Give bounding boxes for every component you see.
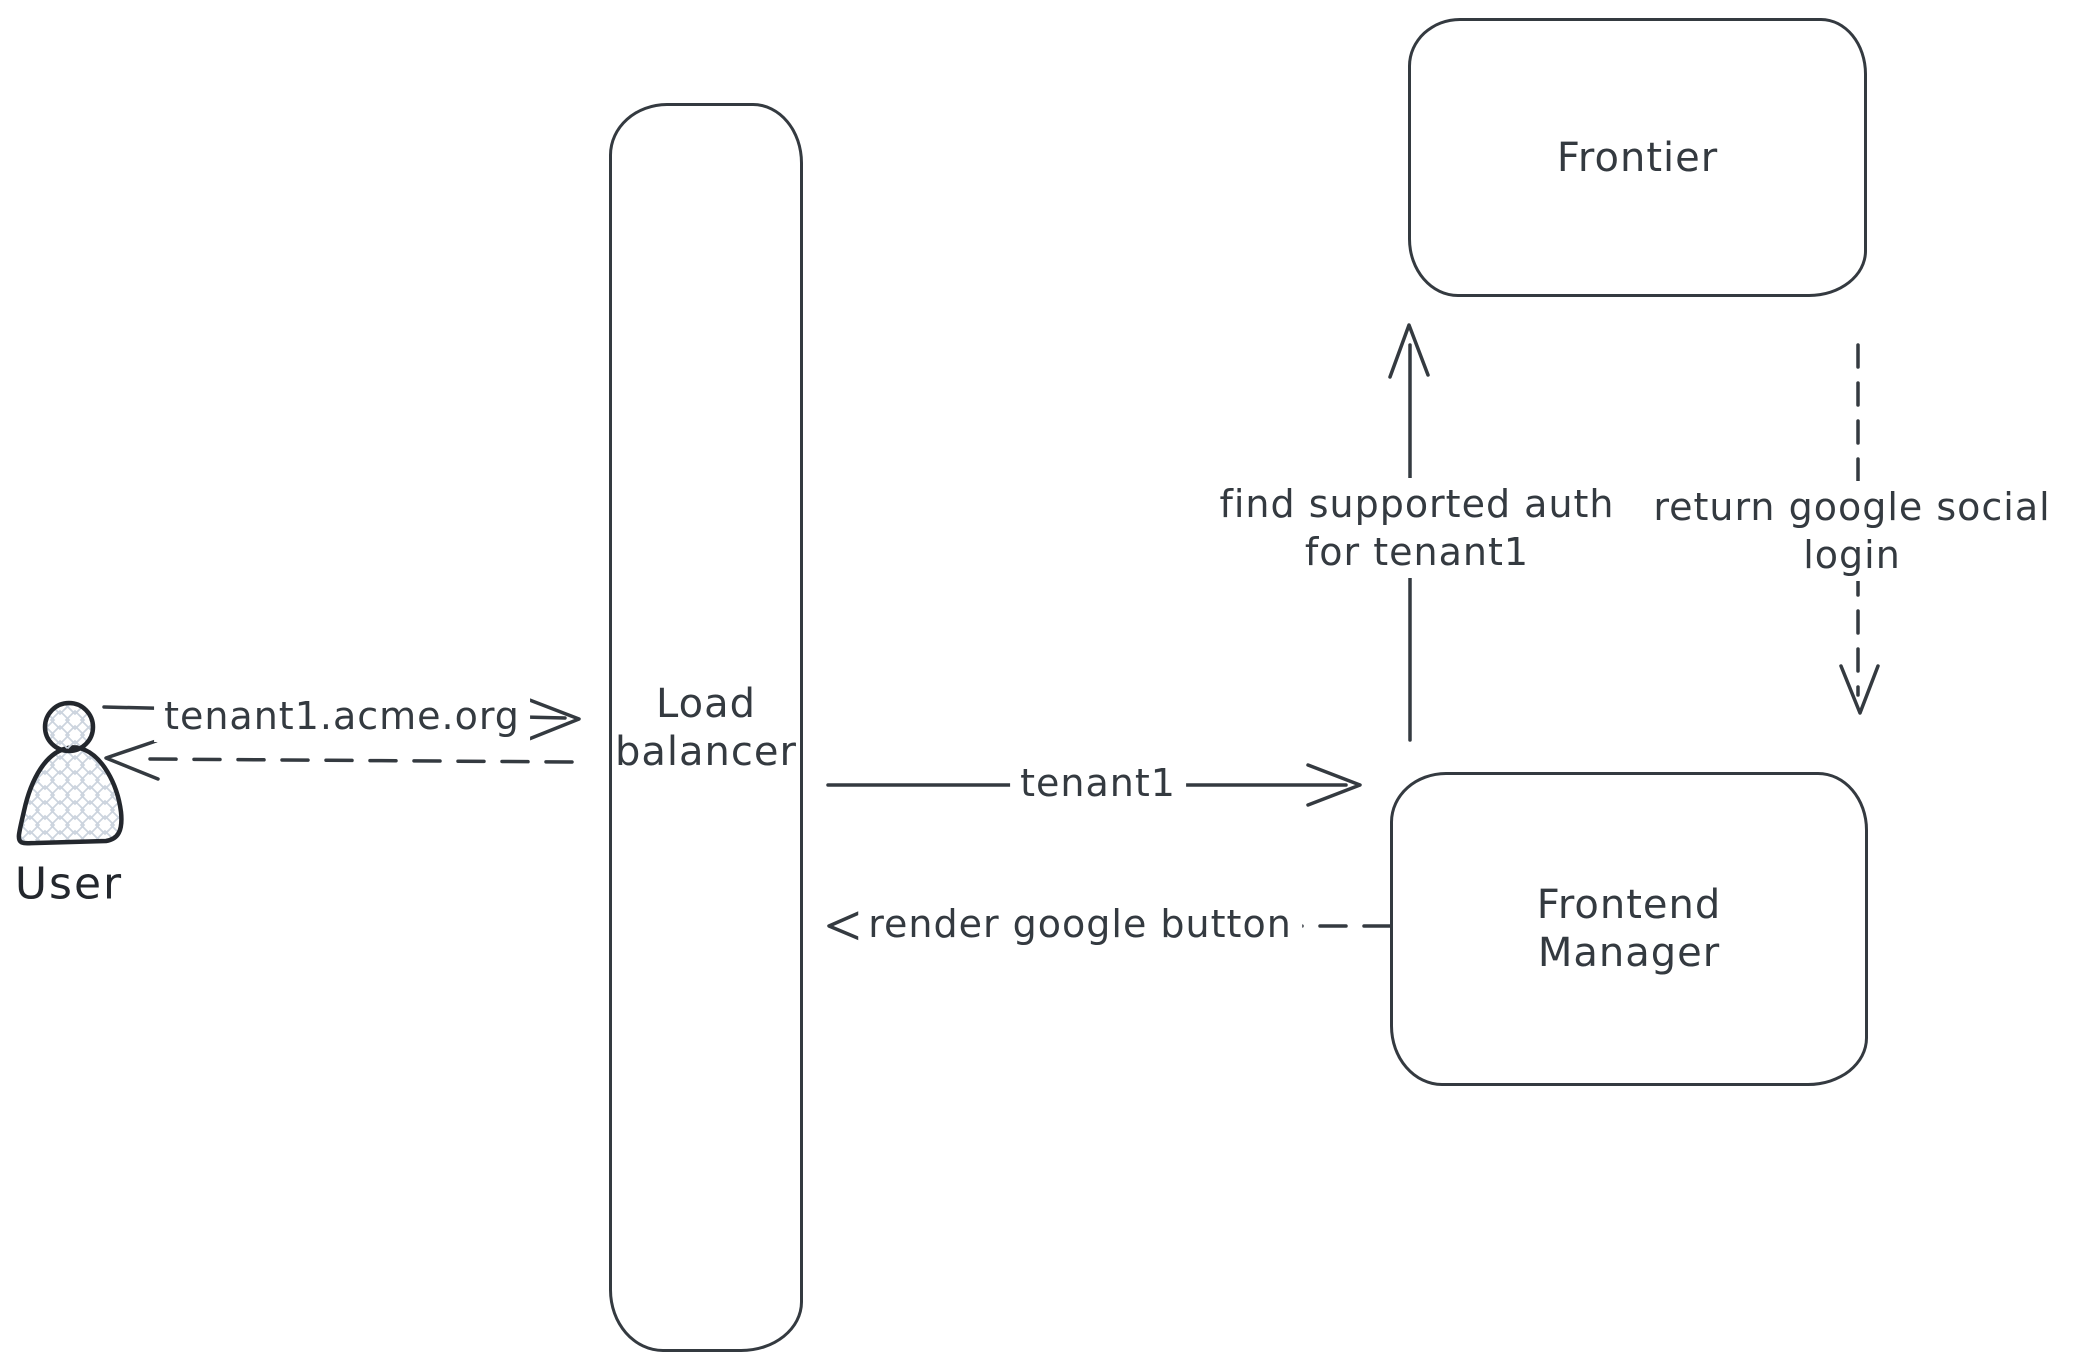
arrow-line[interactable] [148,757,574,764]
arrowhead-down-icon [1839,664,1880,715]
node-load-balancer[interactable]: Load balancer [609,103,803,1352]
return-google-line2: login [1803,533,1901,577]
find-auth-line2: for tenant1 [1304,530,1530,574]
user-head[interactable] [42,700,96,754]
arrow-load-balancer-to-user[interactable] [104,739,574,781]
arrowhead-up-icon [1388,323,1430,379]
node-frontier[interactable]: Frontier [1408,18,1867,297]
user-body[interactable] [16,745,124,846]
load-balancer-label-line1: Load [656,680,756,727]
frontend-manager-label-line2: Manager [1537,930,1721,976]
frontier-label: Frontier [1557,134,1718,182]
edge-label-tenant1-acme-org[interactable]: tenant1.acme.org [154,690,530,742]
user-label[interactable]: User [14,858,124,910]
arrowhead-left-icon [104,739,160,781]
node-frontend-manager[interactable]: Frontend Manager [1390,772,1868,1086]
edge-label-return-google-social-login[interactable]: return google social login [1643,481,2061,581]
edge-label-tenant1[interactable]: tenant1 [1010,757,1186,809]
frontend-manager-label-line1: Frontend [1536,882,1722,928]
return-google-line1: return google social [1653,485,2051,529]
user-icon[interactable] [16,700,124,846]
frontier-label-text: Frontier [1556,134,1719,181]
frontend-manager-label: Frontend Manager [1537,881,1722,977]
load-balancer-label-line2: balancer [615,728,797,775]
find-auth-line1: find supported auth [1219,482,1615,526]
load-balancer-label: Load balancer [615,680,797,776]
edge-label-find-supported-auth[interactable]: find supported auth for tenant1 [1209,478,1625,578]
arrowhead-right-icon [1306,763,1362,807]
edge-label-render-google-button[interactable]: render google button [858,898,1302,950]
arrowhead-right-icon [525,697,581,741]
